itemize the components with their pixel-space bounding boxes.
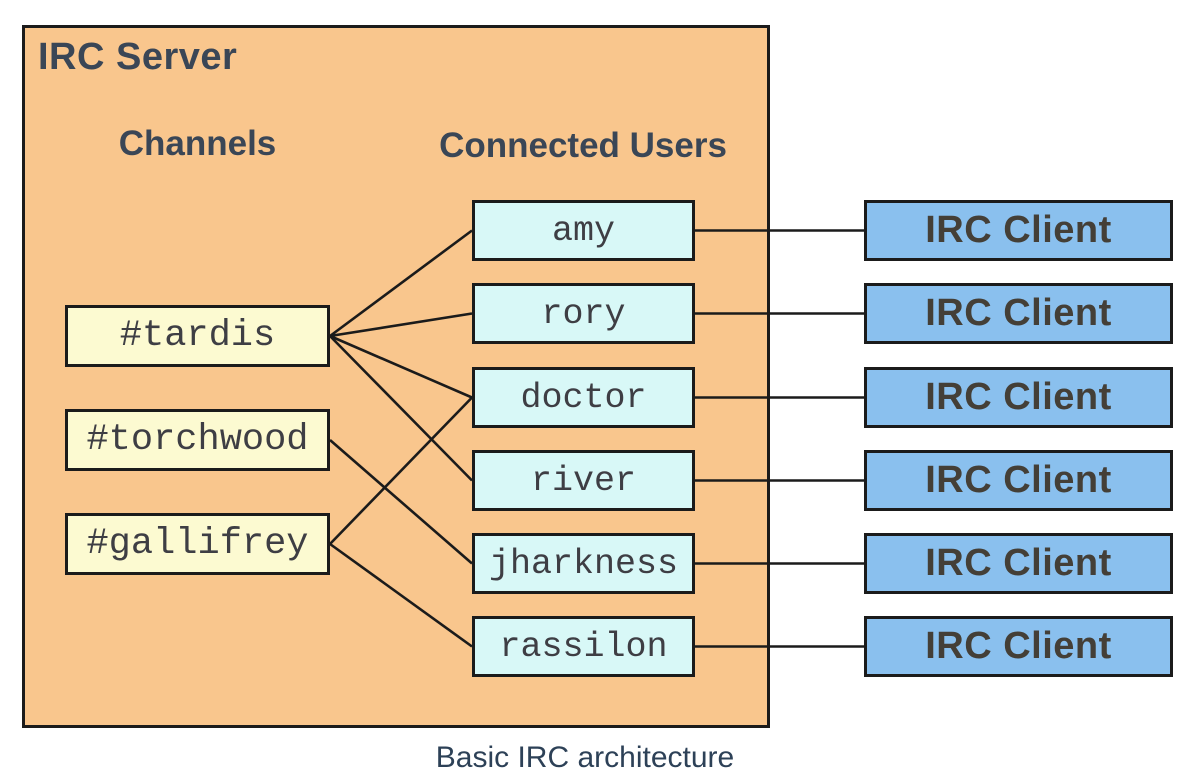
- channel-box-gallifrey: #gallifrey: [65, 513, 330, 575]
- irc-server-title: IRC Server: [38, 36, 238, 78]
- diagram-caption: Basic IRC architecture: [435, 741, 735, 774]
- user-box-rory: rory: [472, 283, 695, 344]
- channels-heading: Channels: [118, 124, 277, 163]
- user-box-doctor: doctor: [472, 367, 695, 428]
- channel-box-torchwood: #torchwood: [65, 409, 330, 471]
- user-box-rassilon: rassilon: [472, 616, 695, 677]
- user-box-river: river: [472, 450, 695, 511]
- irc-client-box: IRC Client: [864, 283, 1173, 344]
- irc-client-box: IRC Client: [864, 367, 1173, 428]
- channel-box-tardis: #tardis: [65, 305, 330, 367]
- irc-client-box: IRC Client: [864, 616, 1173, 677]
- irc-client-box: IRC Client: [864, 533, 1173, 594]
- user-box-amy: amy: [472, 200, 695, 261]
- irc-client-box: IRC Client: [864, 200, 1173, 261]
- user-box-jharkness: jharkness: [472, 533, 695, 594]
- connected-users-heading: Connected Users: [439, 126, 727, 165]
- irc-client-box: IRC Client: [864, 450, 1173, 511]
